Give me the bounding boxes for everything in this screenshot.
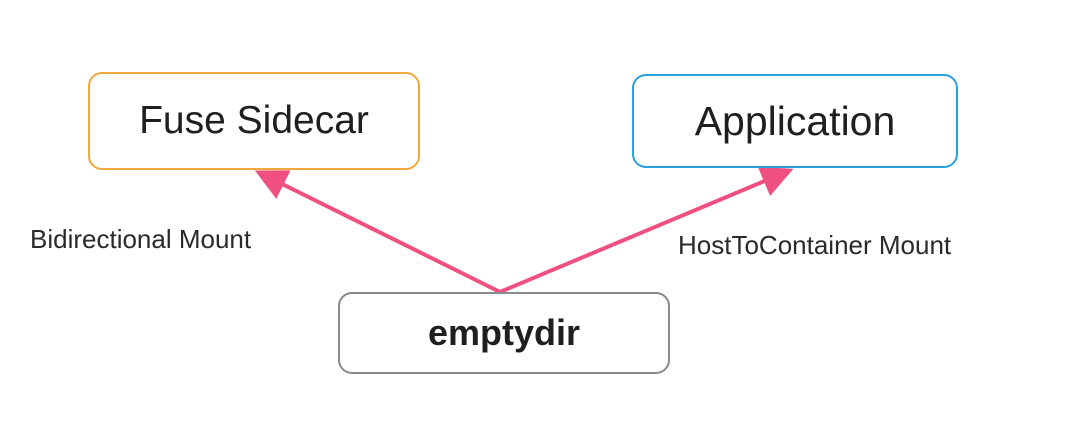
host-to-container-mount-label: HostToContainer Mount bbox=[678, 230, 952, 260]
fuse-sidecar-label: Fuse Sidecar bbox=[139, 99, 369, 142]
fuse-sidecar-node: Fuse Sidecar bbox=[88, 72, 420, 170]
arrow-to-fuse-sidecar bbox=[254, 170, 502, 294]
bidirectional-mount-label: Bidirectional Mount bbox=[30, 224, 252, 254]
application-node: Application bbox=[632, 74, 958, 168]
emptydir-label: emptydir bbox=[427, 312, 581, 353]
application-label: Application bbox=[694, 97, 896, 144]
emptydir-node: emptydir bbox=[338, 292, 670, 374]
